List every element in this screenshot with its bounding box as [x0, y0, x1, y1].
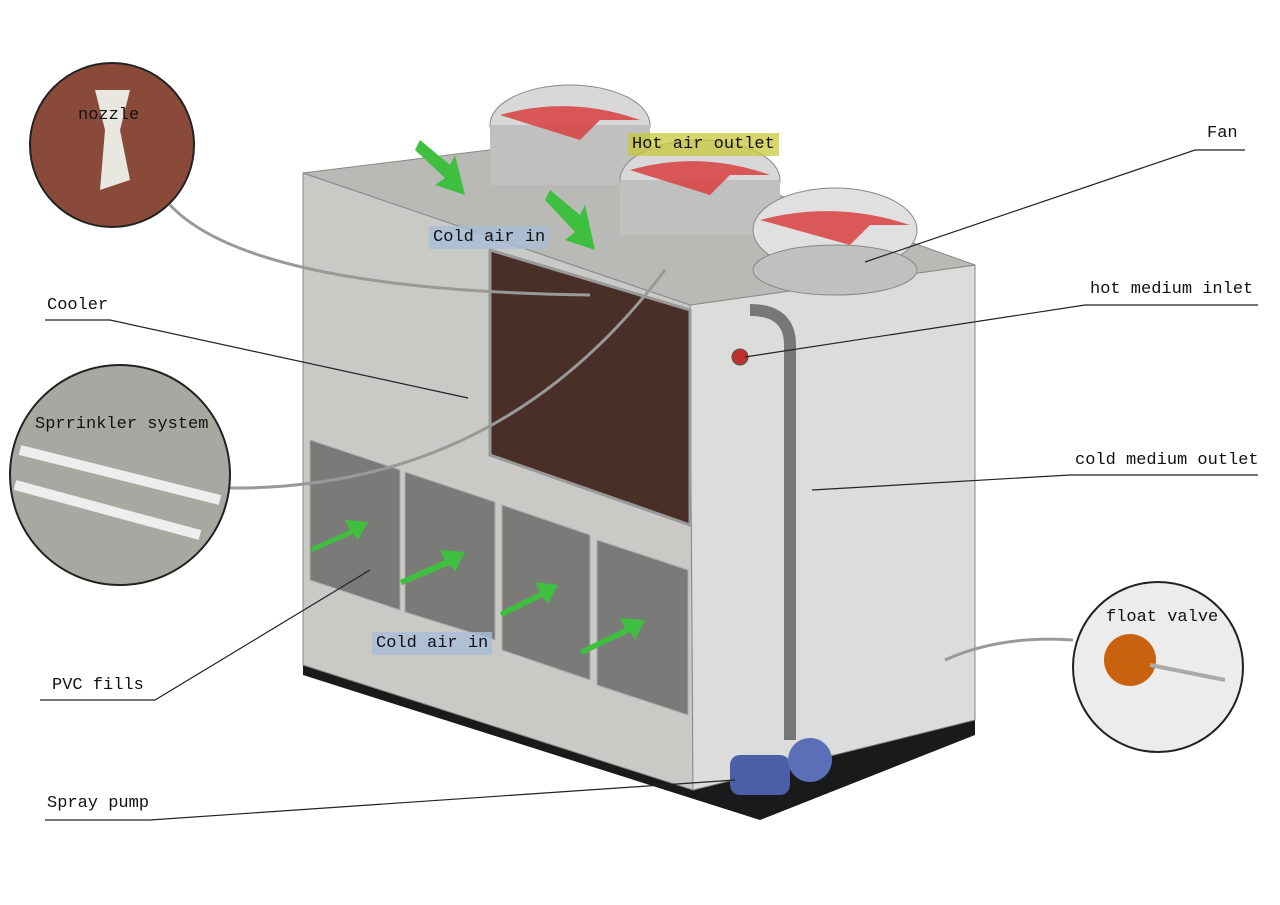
label-cold-medium-outlet: cold medium outlet: [1075, 451, 1259, 470]
spray-pump: [730, 738, 832, 795]
label-pvc-fills: PVC fills: [52, 676, 144, 695]
label-nozzle: nozzle: [78, 106, 140, 125]
leader-lines: [40, 149, 1258, 821]
label-sprinkler-system: Sprrinkler system: [35, 415, 209, 434]
label-hot-air-outlet: Hot air outlet: [628, 133, 779, 156]
label-hot-medium-inlet: hot medium inlet: [1090, 280, 1254, 299]
float-ball: [1104, 634, 1156, 686]
label-float-valve: float valve: [1106, 608, 1219, 627]
fans: [489, 84, 918, 296]
cooler-coil: [488, 247, 692, 528]
label-fan: Fan: [1207, 124, 1238, 143]
label-spray-pump: Spray pump: [47, 794, 150, 813]
medium-pipe: [749, 304, 796, 740]
label-cold-air-in-top: Cold air in: [429, 226, 550, 249]
label-cooler: Cooler: [47, 296, 109, 315]
label-cold-air-in-bottom: Cold air in: [372, 632, 493, 655]
cold-air-arrows: [310, 140, 645, 655]
